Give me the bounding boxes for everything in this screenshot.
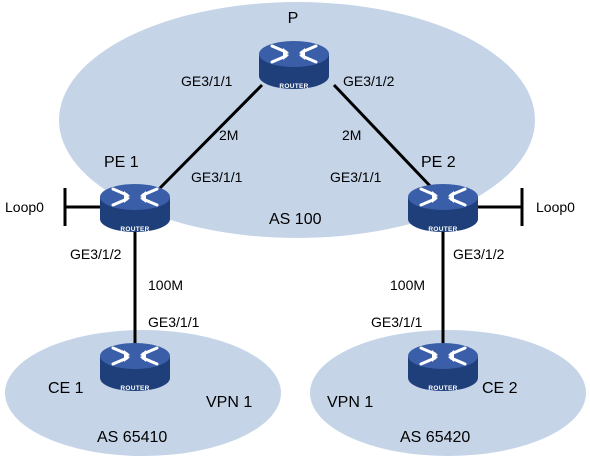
router-p[interactable]: ROUTER	[257, 39, 331, 91]
router-ce1[interactable]: ROUTER	[98, 341, 172, 393]
ce1-if-up: GE3/1/1	[148, 314, 200, 330]
pe1-loopback-label: Loop0	[5, 199, 44, 215]
device-name-pe2: PE 2	[421, 154, 456, 171]
router-tag-label: ROUTER	[120, 385, 149, 392]
as-100-label: AS 100	[269, 211, 322, 228]
p-if-left: GE3/1/1	[181, 73, 233, 89]
as-65410-label: AS 65410	[97, 429, 167, 446]
router-tag-label: ROUTER	[279, 83, 308, 90]
as-100-area	[59, 2, 535, 238]
router-icon	[98, 182, 172, 234]
device-name-pe1: PE 1	[104, 154, 139, 171]
bandwidth-p-pe2: 2M	[342, 127, 361, 143]
vpn-right-label: VPN 1	[327, 394, 373, 411]
device-name-ce2: CE 2	[482, 380, 518, 397]
router-icon	[406, 341, 480, 393]
as-65420-label: AS 65420	[400, 429, 470, 446]
device-name-ce1: CE 1	[48, 380, 84, 397]
device-name-p: P	[288, 10, 299, 27]
router-icon	[257, 39, 331, 91]
pe2-if-down: GE3/1/2	[453, 246, 505, 262]
as-65410-area	[5, 330, 281, 456]
pe2-loopback-label: Loop0	[536, 199, 575, 215]
router-tag-label: ROUTER	[120, 226, 149, 233]
router-ce2[interactable]: ROUTER	[406, 341, 480, 393]
router-icon	[98, 341, 172, 393]
as-65420-area	[310, 330, 586, 456]
pe1-if-up: GE3/1/1	[191, 169, 243, 185]
link-p-pe2	[332, 83, 434, 190]
router-tag-label: ROUTER	[428, 385, 457, 392]
router-tag-label: ROUTER	[428, 226, 457, 233]
router-icon	[406, 182, 480, 234]
ce2-if-up: GE3/1/1	[371, 314, 423, 330]
router-pe1[interactable]: ROUTER	[98, 182, 172, 234]
pe1-if-down: GE3/1/2	[70, 246, 122, 262]
bandwidth-p-pe1: 2M	[219, 127, 238, 143]
router-pe2[interactable]: ROUTER	[406, 182, 480, 234]
bandwidth-pe2-ce2: 100M	[390, 277, 425, 293]
link-p-pe1	[158, 83, 264, 190]
p-if-right: GE3/1/2	[343, 73, 395, 89]
bandwidth-pe1-ce1: 100M	[148, 277, 183, 293]
vpn-left-label: VPN 1	[206, 394, 252, 411]
pe2-if-up: GE3/1/1	[330, 169, 382, 185]
